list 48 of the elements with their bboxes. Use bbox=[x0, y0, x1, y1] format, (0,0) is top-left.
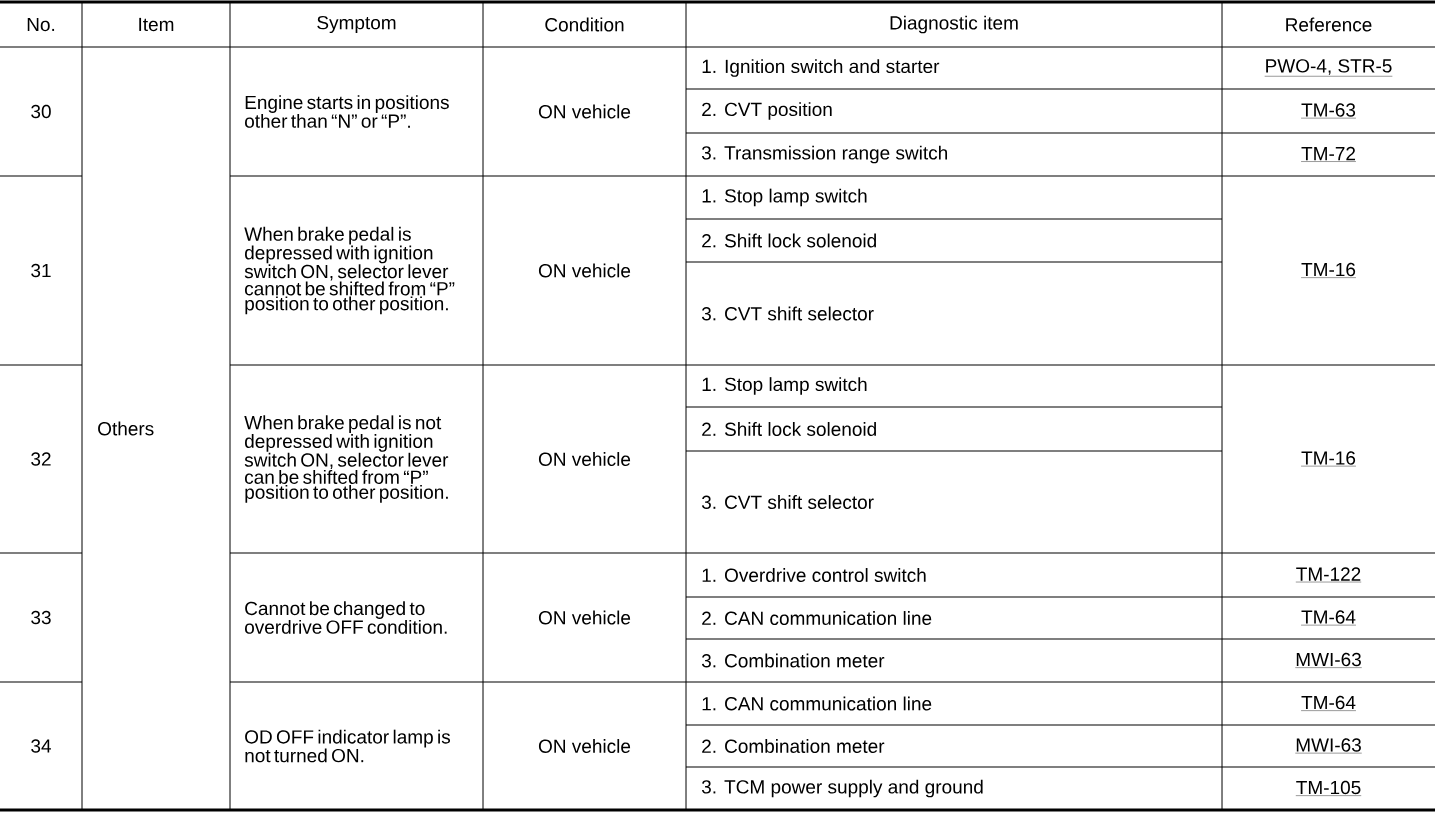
diagnostic-item-text: 1. CAN communication line bbox=[702, 696, 932, 711]
column-header: Item bbox=[139, 17, 174, 32]
diagnostic-item-text: 3. Combination meter bbox=[701, 653, 885, 668]
reference-link: TM-64 bbox=[1300, 610, 1357, 626]
reference-link: MWI-63 bbox=[1295, 652, 1362, 668]
reference-link: TM-16 bbox=[1300, 451, 1357, 467]
row-number: 34 bbox=[31, 739, 51, 753]
column-header: Condition bbox=[545, 17, 624, 32]
reference-link: TM-122 bbox=[1295, 567, 1362, 583]
condition-text: ON vehicle bbox=[538, 452, 631, 466]
symptom-text: Cannot be changed to overdrive OFF condition. bbox=[245, 601, 447, 634]
reference-link: TM-63 bbox=[1300, 103, 1357, 119]
reference-link: PWO-4, STR-5 bbox=[1264, 59, 1393, 77]
reference-link: TM-105 bbox=[1295, 780, 1362, 796]
symptom-text: Engine starts in positions other than “N” or “P”. bbox=[245, 95, 449, 128]
reference-link: TM-16 bbox=[1300, 262, 1357, 278]
diagnostic-item-text: 2. Shift lock solenoid bbox=[702, 422, 876, 436]
diagnostic-item-text: 1. Overdrive control switch bbox=[702, 568, 926, 582]
symptom-text: When brake pedal is depressed with ignition switch ON, selector lever cannot be shifted from “P” position to other position. bbox=[244, 226, 455, 315]
diagnostic-item-text: 1. Stop lamp switch bbox=[702, 377, 867, 395]
item-text: Others bbox=[98, 421, 154, 436]
row-number: 30 bbox=[31, 104, 51, 119]
reference-link: TM-72 bbox=[1300, 146, 1357, 162]
diagnostic-item-text: 1. Ignition switch and starter bbox=[702, 59, 940, 77]
condition-text: ON vehicle bbox=[538, 263, 631, 278]
column-header: Symptom bbox=[317, 15, 396, 34]
reference-link: MWI-63 bbox=[1295, 738, 1362, 754]
row-number: 32 bbox=[31, 452, 51, 466]
column-header: Diagnostic item bbox=[890, 15, 1018, 34]
condition-text: ON vehicle bbox=[538, 610, 631, 625]
symptom-text: OD OFF indicator lamp is not turned ON. bbox=[245, 729, 451, 763]
condition-text: ON vehicle bbox=[538, 739, 631, 753]
diagnostic-item-text: 3. TCM power supply and ground bbox=[701, 779, 983, 798]
diagnostic-item-text: 2. Combination meter bbox=[702, 739, 885, 753]
column-header: No. bbox=[27, 17, 55, 32]
reference-link: TM-64 bbox=[1300, 695, 1357, 711]
diagnostic-item-text: 3. CVT shift selector bbox=[701, 495, 874, 509]
diagnostic-item-text: 2. Shift lock solenoid bbox=[702, 233, 876, 248]
row-number: 31 bbox=[31, 263, 51, 278]
diagnostic-item-text: 2. CAN communication line bbox=[702, 611, 932, 625]
column-header: Reference bbox=[1286, 17, 1372, 32]
condition-text: ON vehicle bbox=[538, 104, 631, 119]
diagnostic-item-text: 3. CVT shift selector bbox=[701, 306, 874, 321]
symptom-text: When brake pedal is not depressed with ignition switch ON, selector lever can be shifted from “P” position to other position. bbox=[244, 415, 449, 503]
diagnostic-item-text: 3. Transmission range switch bbox=[701, 145, 947, 164]
diagnostic-item-text: 2. CVT position bbox=[702, 102, 832, 120]
row-number: 33 bbox=[31, 610, 51, 625]
diagnostic-item-text: 1. Stop lamp switch bbox=[702, 188, 867, 207]
